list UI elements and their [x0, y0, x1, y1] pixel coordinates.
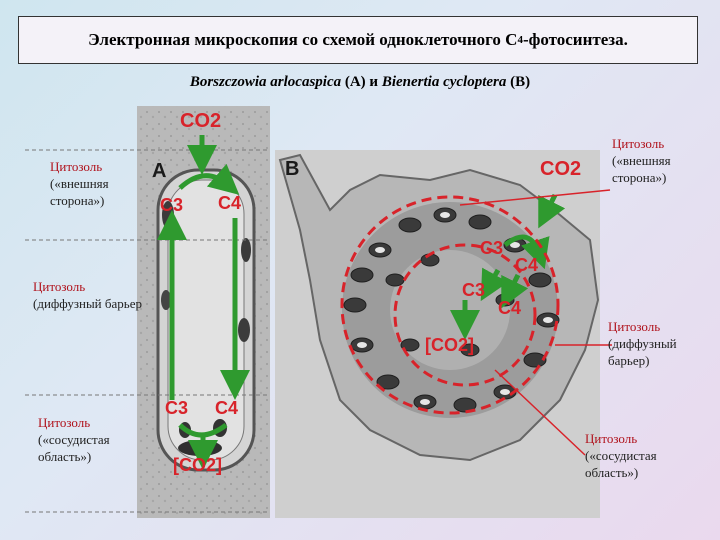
right-label-barrier-head: Цитозоль [608, 318, 708, 335]
panel-a-c3-top: C3 [160, 195, 183, 216]
panel-b-c4-mid: C4 [515, 255, 538, 276]
panel-b-letter: B [285, 158, 299, 181]
panel-b-c3-mid: C3 [480, 238, 503, 259]
panel-b-c4-inner: C4 [498, 298, 521, 319]
right-label-outer-head: Цитозоль [612, 135, 712, 152]
panel-b-co2-inner: [CO2] [425, 335, 474, 356]
right-label-outer-body: («внешняя сторона») [612, 152, 712, 186]
left-label-barrier: Цитозоль (диффузный барьер [33, 278, 143, 312]
left-label-vascular-head: Цитозоль [38, 414, 148, 431]
panel-a-c4-bottom: C4 [215, 398, 238, 419]
left-label-outer-head: Цитозоль [50, 158, 150, 175]
left-label-vascular: Цитозоль («сосудистая область») [38, 414, 148, 465]
panel-a-co2-top: CO2 [180, 110, 221, 133]
right-label-vascular: Цитозоль («сосудистая область») [585, 430, 695, 481]
left-label-barrier-head: Цитозоль [33, 278, 143, 295]
panel-a-c4-top: C4 [218, 193, 241, 214]
panel-b-c3-inner: C3 [462, 280, 485, 301]
right-label-barrier-body: (диффузный барьер) [608, 335, 708, 369]
left-label-barrier-body: (диффузный барьер [33, 295, 143, 312]
panel-a-c3-bottom: C3 [165, 398, 188, 419]
panel-b-co2-top: CO2 [540, 158, 581, 181]
panel-a-co2-bottom: [CO2] [173, 455, 222, 476]
right-label-barrier: Цитозоль (диффузный барьер) [608, 318, 708, 369]
left-label-vascular-body: («сосудистая область») [38, 431, 148, 465]
right-label-vascular-head: Цитозоль [585, 430, 695, 447]
right-label-vascular-body: («сосудистая область») [585, 447, 695, 481]
left-label-outer: Цитозоль («внешняя сторона») [50, 158, 150, 209]
right-label-outer: Цитозоль («внешняя сторона») [612, 135, 712, 186]
panel-a-letter: A [152, 160, 166, 183]
left-label-outer-body: («внешняя сторона») [50, 175, 150, 209]
